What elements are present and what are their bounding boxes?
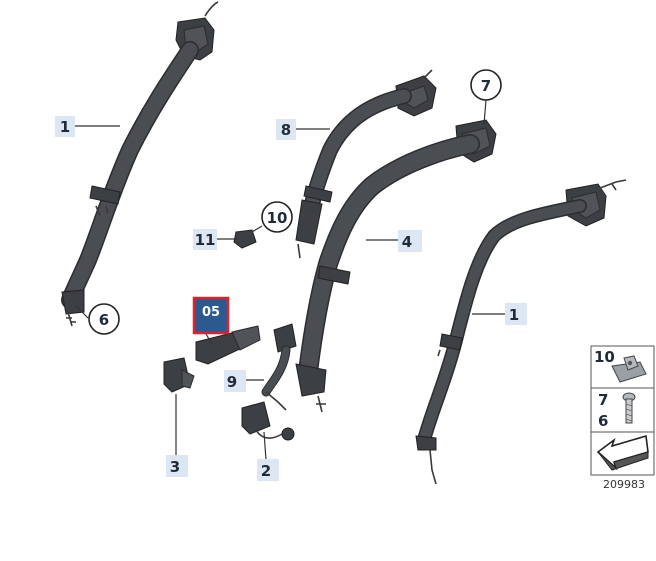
right-seat-belt [415,179,627,485]
callout-1-left: 1 [55,116,75,137]
bolt-icon [622,392,636,424]
callout-3: 3 [166,455,188,477]
nut-clip-icon [611,355,647,383]
legend-item-6-label: 6 [598,412,608,430]
callout-8: 8 [276,119,296,140]
callout-10-label: 10 [267,209,288,227]
buckle-with-strap [261,323,297,411]
callout-4-label: 4 [402,233,412,251]
callout-3-label: 3 [170,458,180,476]
callout-6-label: 6 [99,311,109,329]
callout-8-label: 8 [281,121,291,139]
buckle-with-cable [241,401,295,441]
callout-10-circle: 10 [261,201,293,233]
highlighted-callout-05[interactable]: 05 [192,296,230,335]
callout-1-left-label: 1 [60,118,70,136]
callout-7-circle: 7 [470,69,502,101]
cover-cap [233,229,257,249]
callout-9-label: 9 [227,373,237,391]
callout-9: 9 [224,370,246,392]
center-buckle [195,331,247,365]
direction-arrow-icon [596,434,649,471]
left-seat-belt [61,1,219,327]
callout-11: 11 [193,229,217,250]
callout-7-label: 7 [481,77,491,95]
legend-item-10-label: 10 [594,348,615,366]
callout-2: 2 [257,459,279,481]
middle-seat-belt [295,69,437,259]
callout-1-right: 1 [505,303,527,325]
callout-1-right-label: 1 [509,306,519,324]
center-seat-belt [295,119,497,413]
callout-11-label: 11 [195,231,216,249]
callout-6-circle: 6 [88,303,120,335]
highlighted-callout-05-label: 05 [202,305,220,320]
callout-4: 4 [398,230,422,252]
callout-2-label: 2 [261,462,271,480]
legend-panel: 10 7 6 [590,345,655,476]
legend-item-7-label: 7 [598,391,608,409]
diagram-number: 209983 [603,478,645,491]
